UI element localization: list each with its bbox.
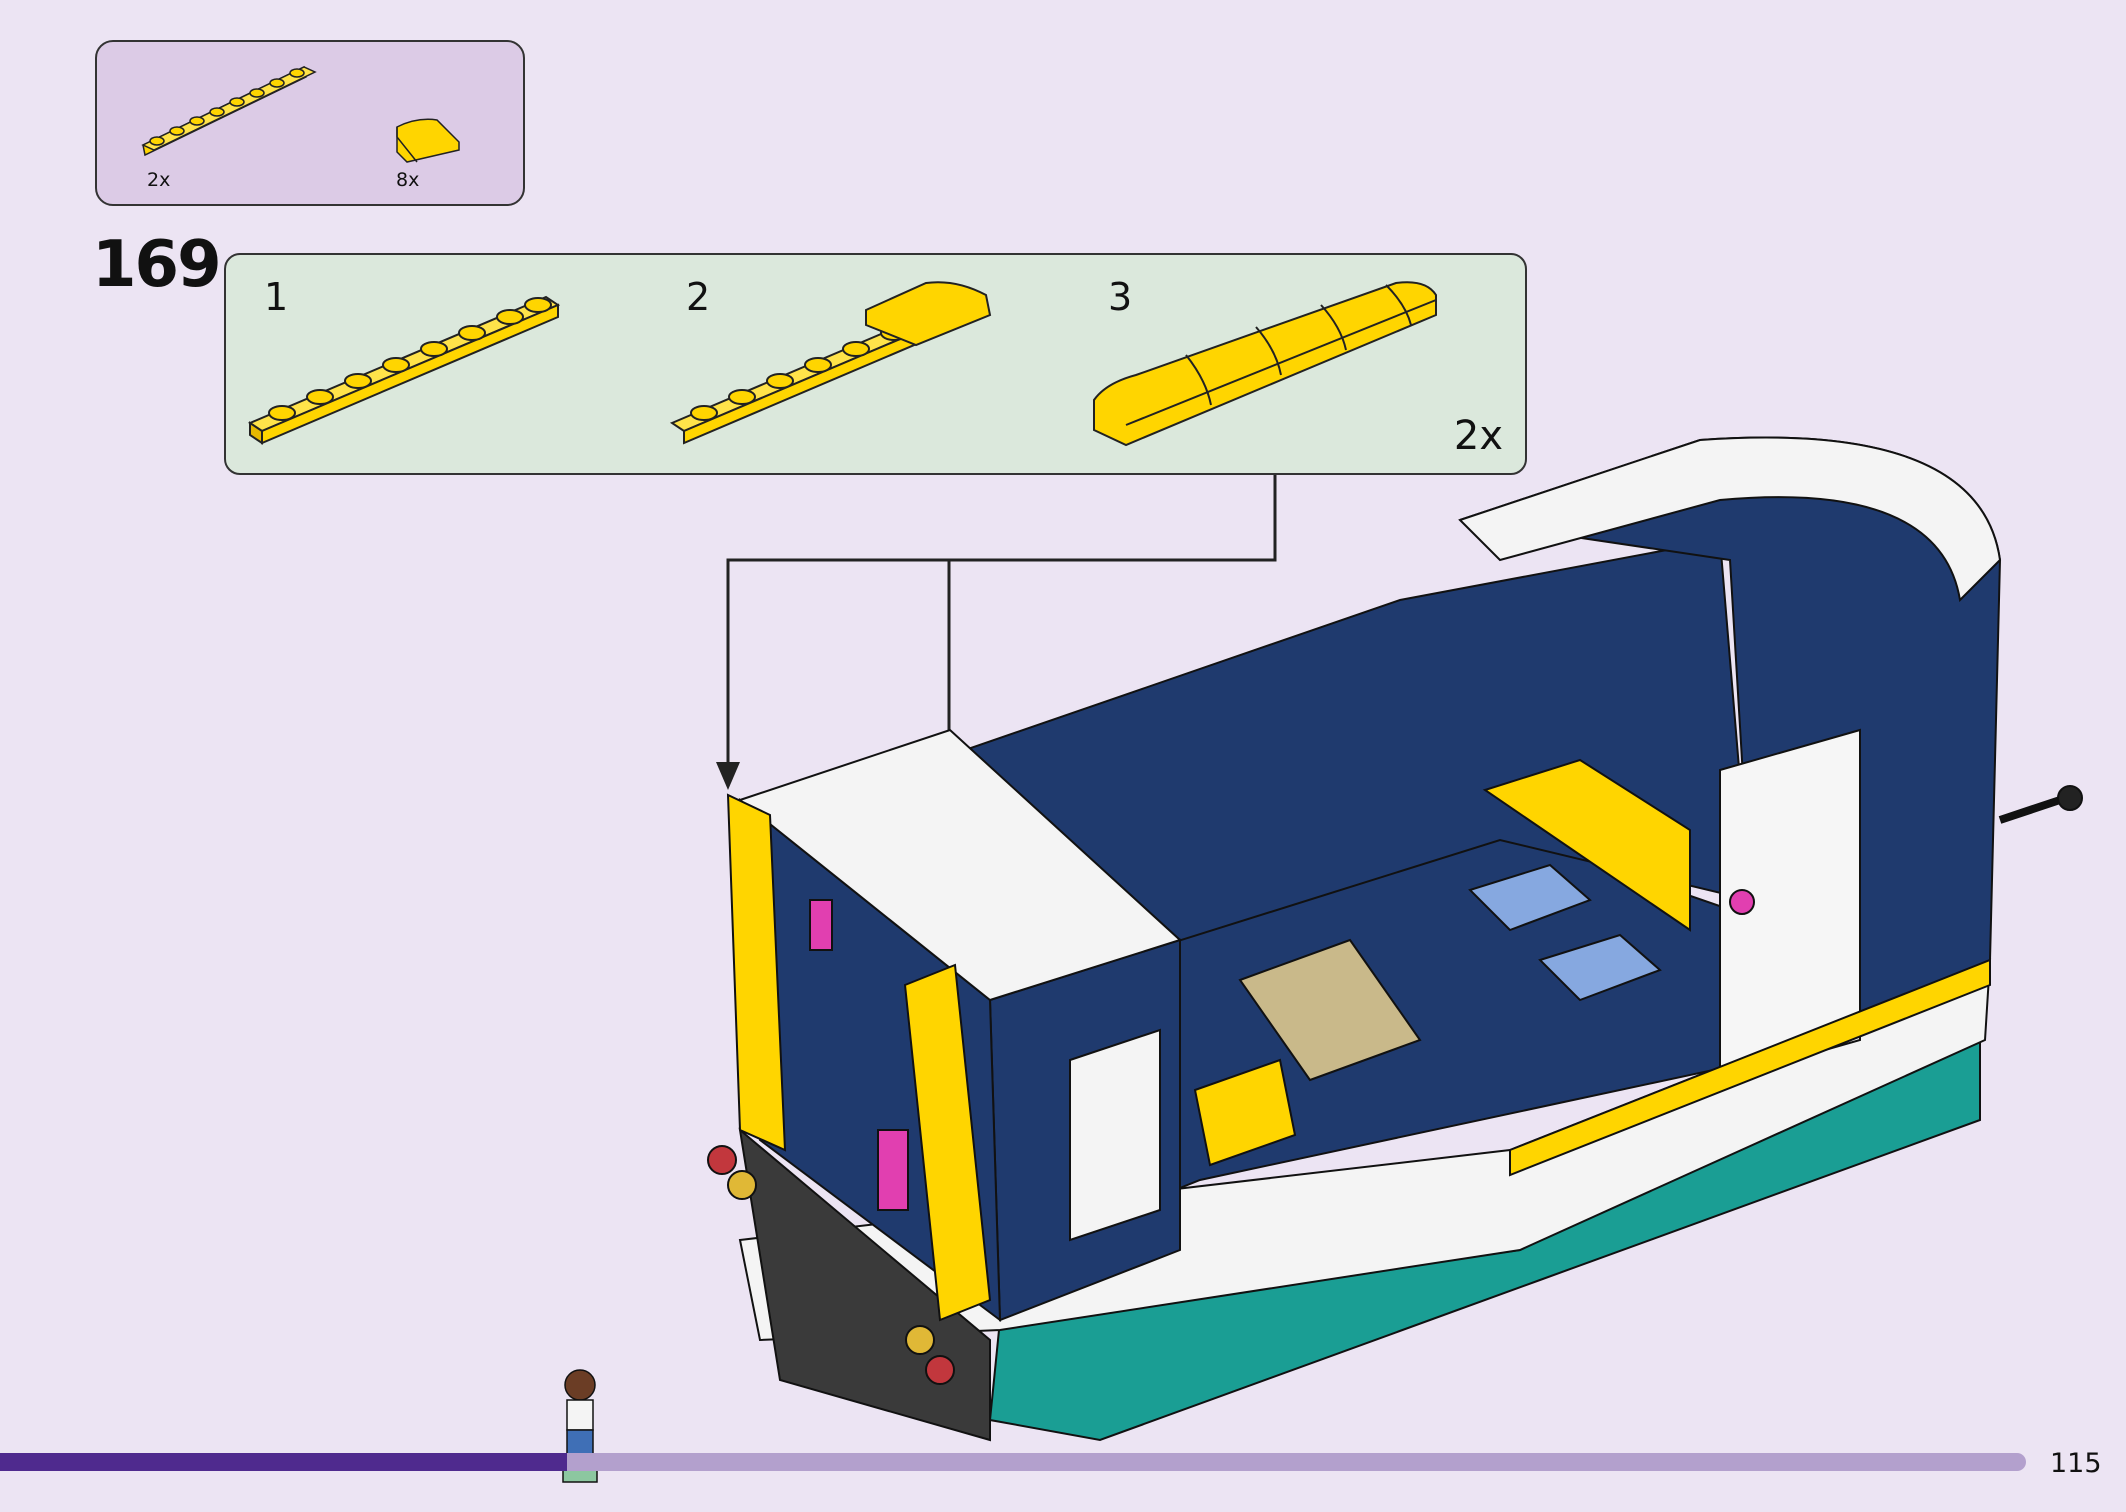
substep-2-assembly-icon (669, 281, 992, 445)
trailer-model (707, 436, 2083, 1442)
part-quantity: 8x (396, 169, 420, 191)
substep-illustrations (247, 281, 1437, 447)
callout-arrows (726, 475, 1277, 962)
yellow-plate-1x8-icon (141, 65, 460, 163)
part-quantity: 2x (147, 169, 171, 191)
substep-label: 1 (264, 275, 289, 319)
substep-3-assembly-icon (1093, 281, 1437, 447)
substep-label: 2 (686, 275, 711, 319)
substep-multiplier: 2x (1453, 413, 1503, 459)
substep-1-plate-icon (247, 295, 561, 445)
substep-label: 3 (1108, 275, 1133, 319)
arrow-head-icon (716, 762, 740, 790)
parts-list-box: 2x 8x (95, 40, 525, 206)
step-number: 169 (92, 228, 222, 302)
progress-bar (0, 1453, 2026, 1471)
yellow-curved-slope-icon (396, 118, 460, 163)
progress-bar-fill (0, 1453, 568, 1471)
page-number: 115 (2050, 1448, 2102, 1479)
substep-box: 1 2 3 2x (224, 253, 1527, 475)
arrow-head-icon (937, 955, 961, 983)
